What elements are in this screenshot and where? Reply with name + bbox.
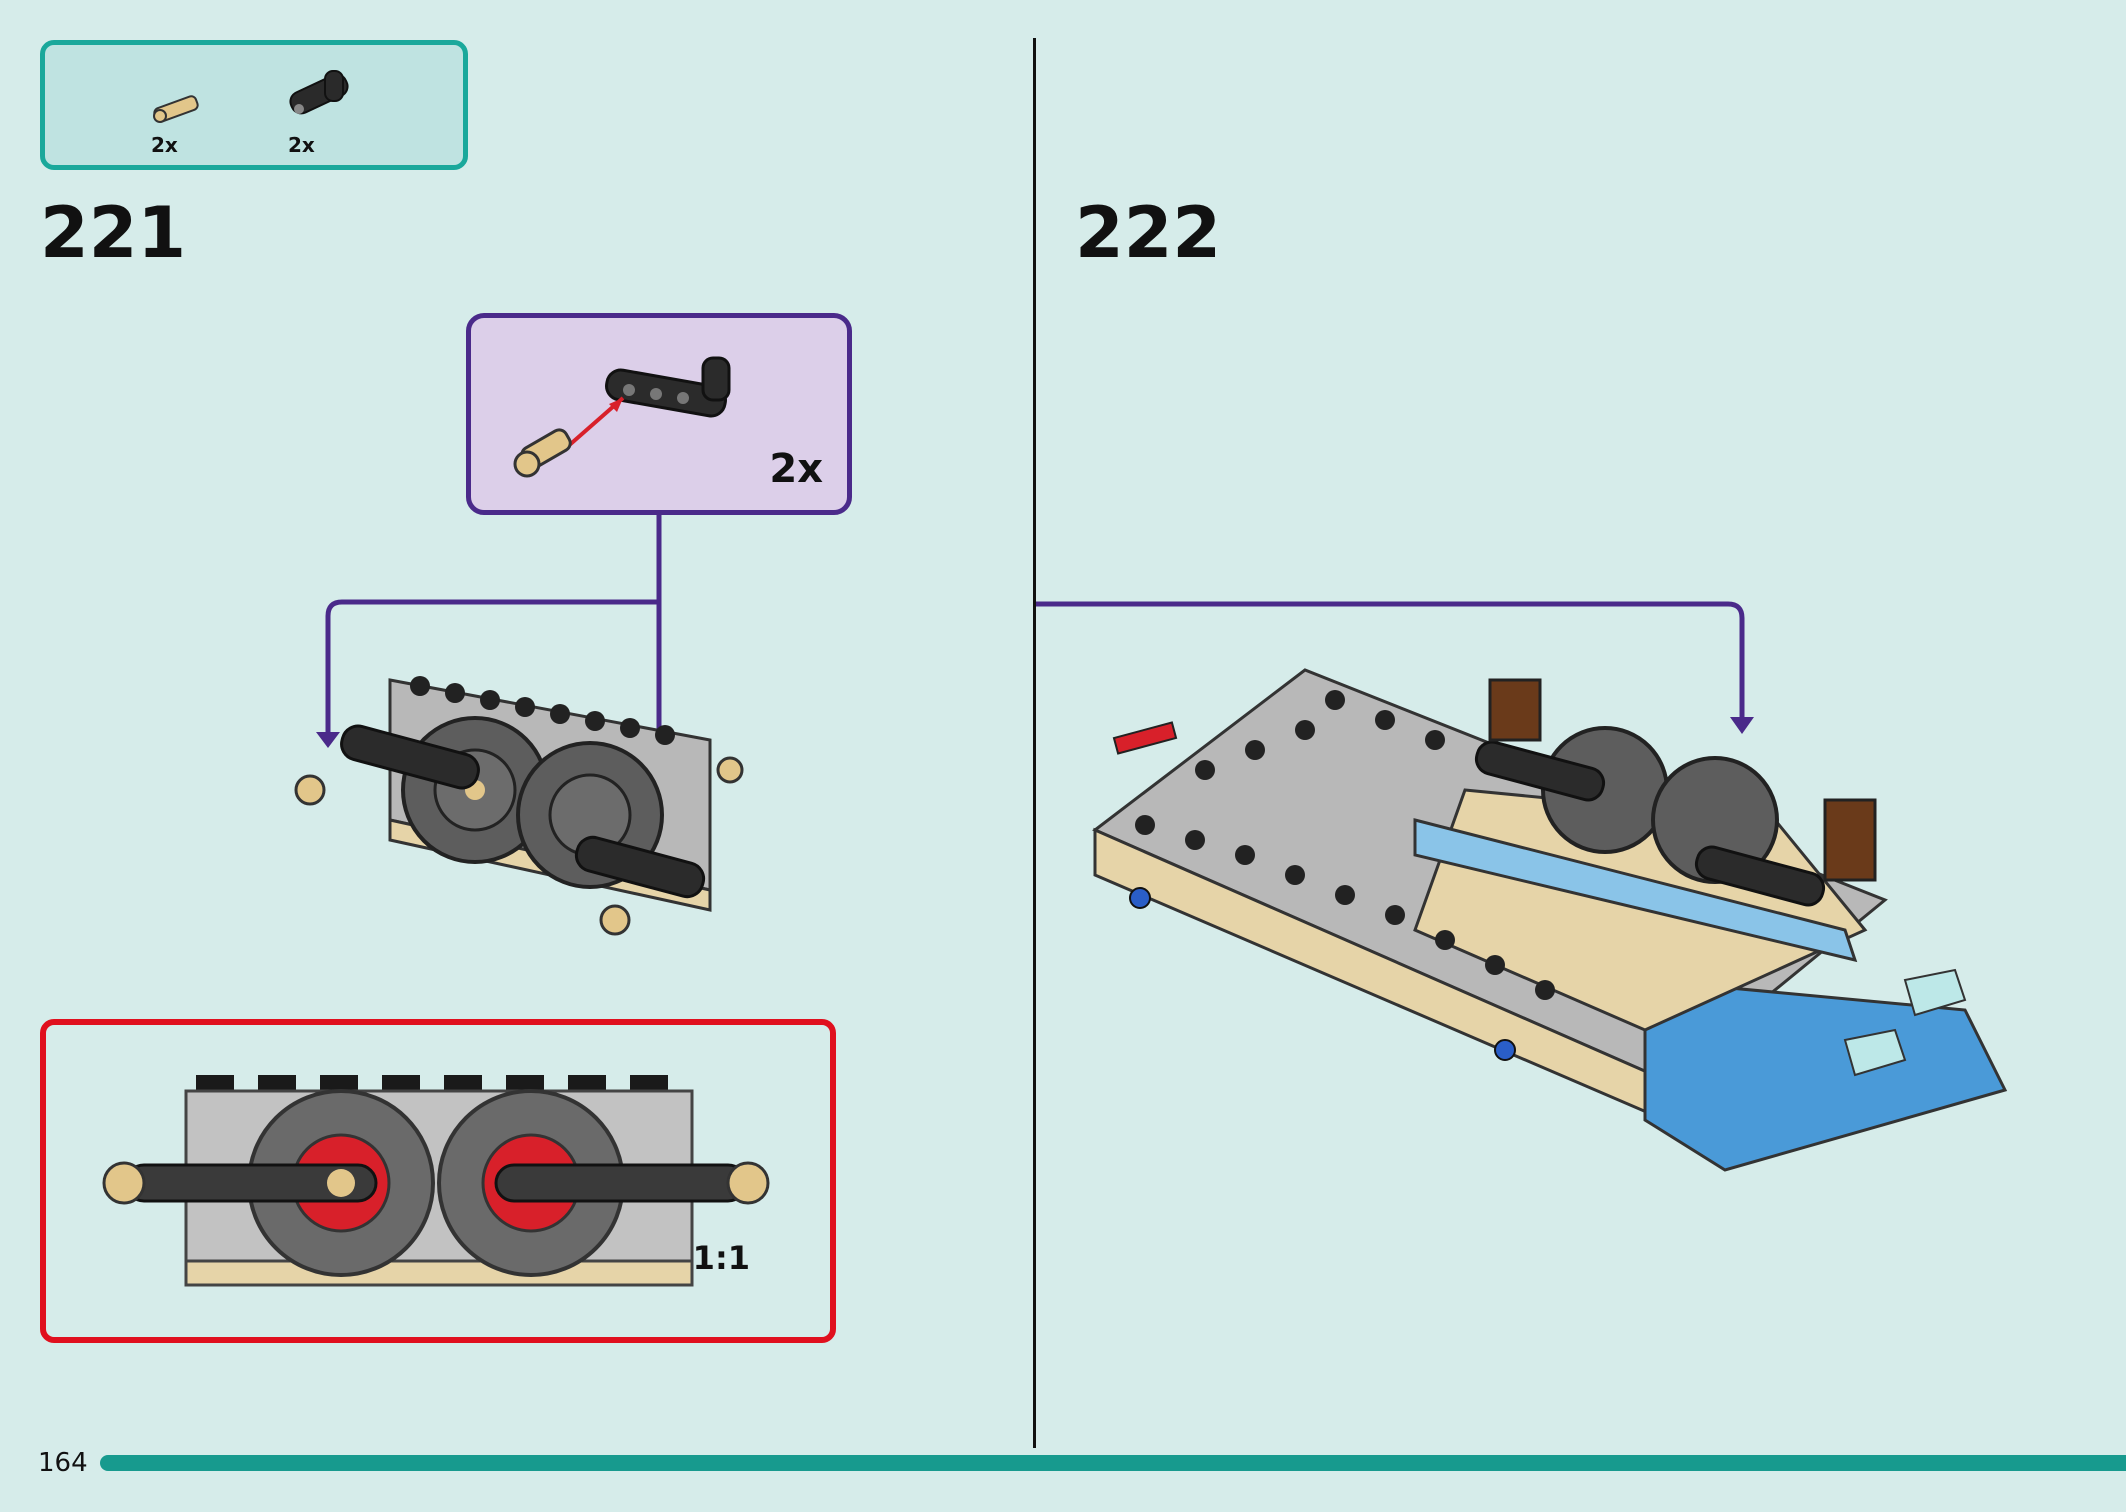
- sub-assembly-illustration: [513, 356, 731, 478]
- sub-assembly-quantity: 2x: [769, 446, 823, 492]
- step-number: 221: [40, 192, 187, 274]
- part-quantity: 2x: [151, 133, 178, 157]
- tan-axle-pin-icon: [153, 95, 199, 123]
- page-number: 164: [38, 1448, 88, 1478]
- scale-ratio: 1:1: [692, 1239, 750, 1277]
- part-quantity: 2x: [288, 133, 315, 157]
- sub-assembly-callout: 2x: [466, 313, 852, 515]
- step-221-model: [294, 676, 744, 936]
- page-divider: [1033, 38, 1036, 1448]
- black-beam-icon: [289, 70, 349, 115]
- step-number: 222: [1075, 192, 1222, 274]
- page-progress-bar: [100, 1455, 2126, 1471]
- check-view-callout: 1:1: [40, 1019, 836, 1343]
- check-view-illustration: [102, 1075, 770, 1287]
- parts-callout: 2x 2x: [40, 40, 468, 170]
- step-222-model: [1092, 668, 2008, 1172]
